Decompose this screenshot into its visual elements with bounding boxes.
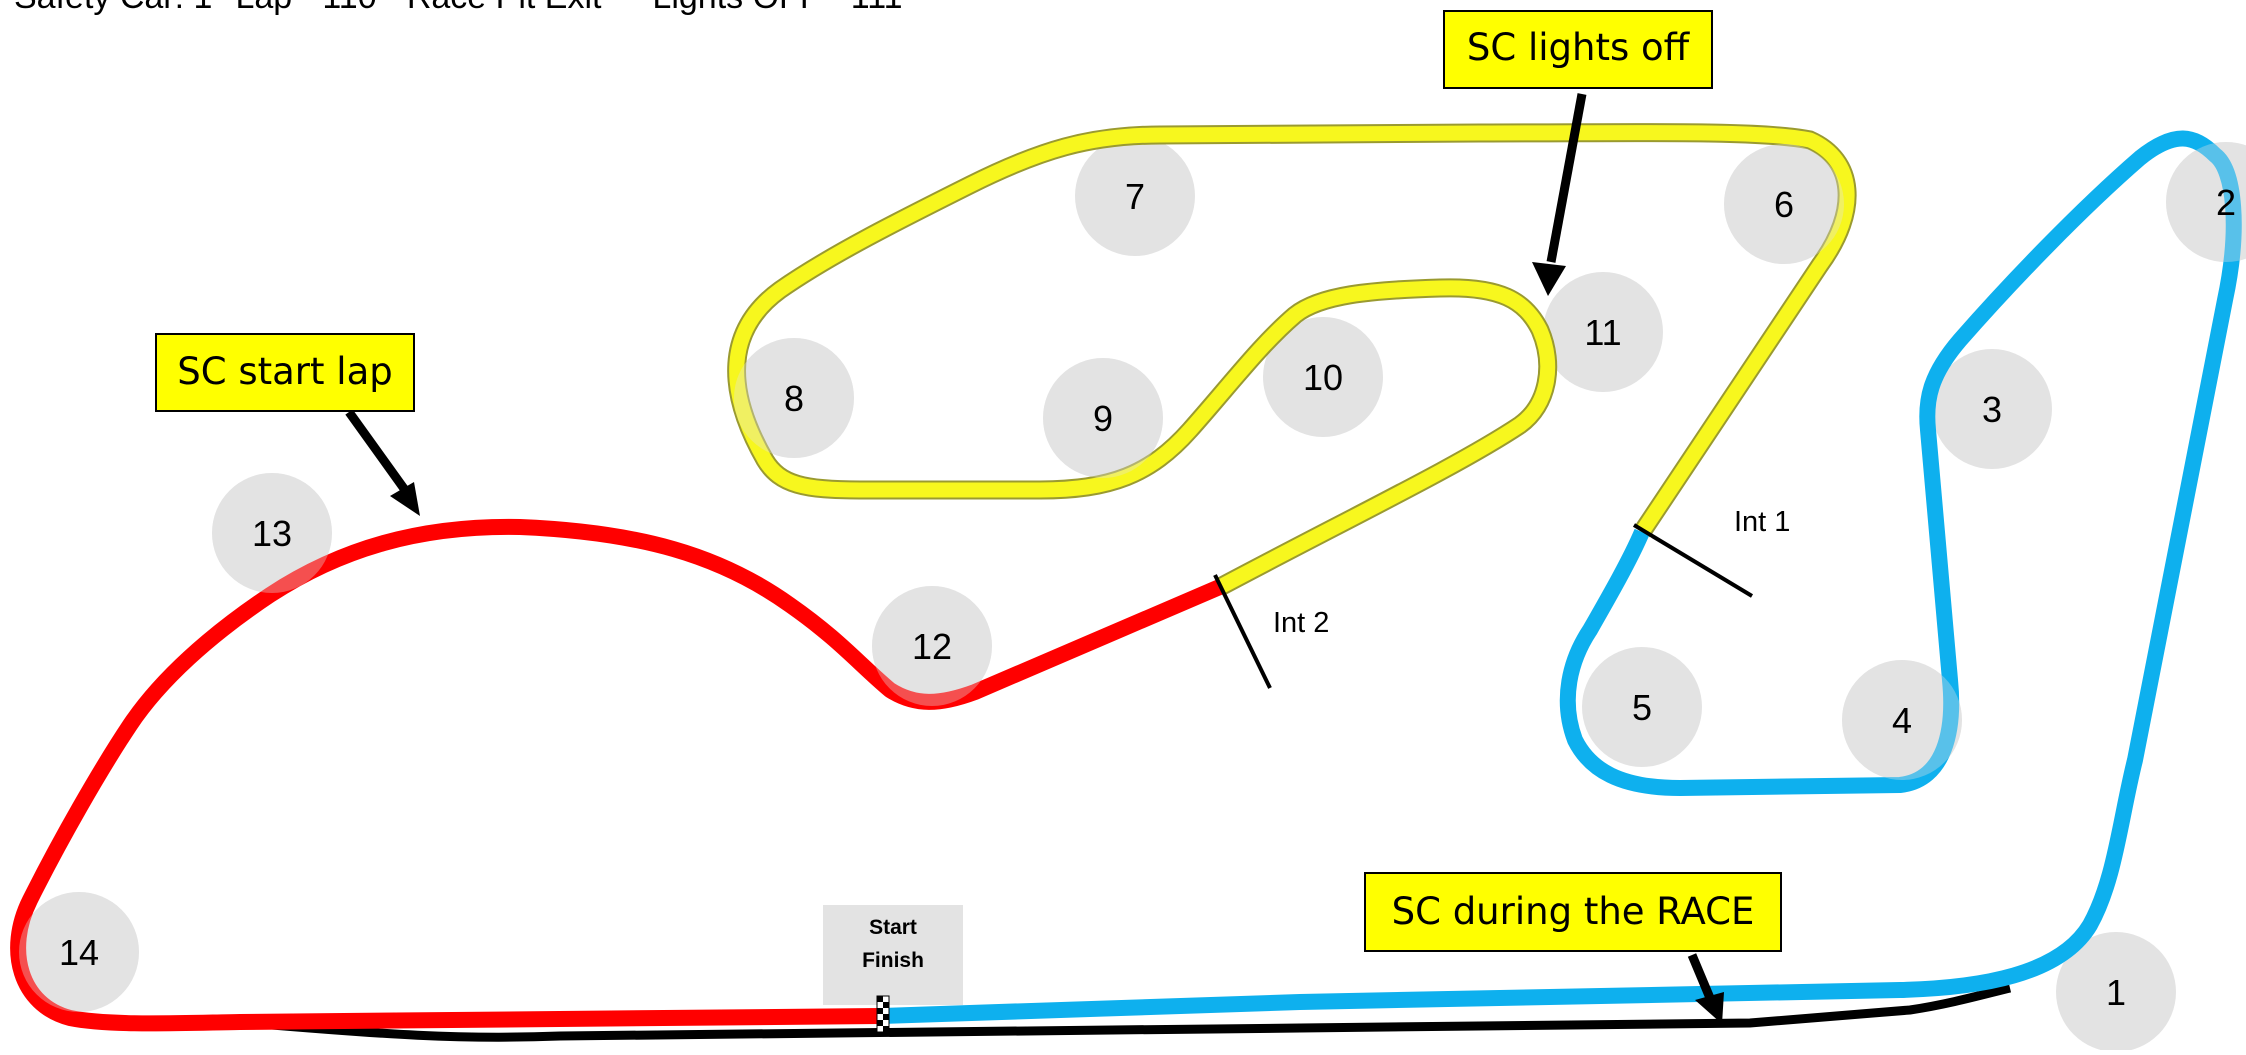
turn-9-overlay — [1043, 358, 1163, 478]
turn-3-marker — [1932, 349, 2052, 469]
turn-numbers: 1 2 3 4 5 6 7 8 9 10 11 12 13 14 — [59, 176, 2236, 1013]
turn-markers — [19, 136, 2246, 1052]
turn-11-label: 11 — [1584, 312, 1621, 353]
callout-sc-lights-off: SC lights off — [1443, 10, 1713, 89]
int1-line — [1632, 523, 1754, 598]
turn-6-marker — [1724, 144, 1844, 264]
turn-6-overlay — [1724, 144, 1844, 264]
corner-overlays — [19, 142, 2246, 1012]
int2-line — [1213, 574, 1272, 689]
turn-1-marker — [2056, 932, 2176, 1052]
turn-2-label: 2 — [2216, 182, 2236, 223]
pit-lane-line — [259, 983, 2012, 1042]
turn-13-overlay — [212, 473, 332, 593]
callout-sc-start-lap: SC start lap — [155, 333, 415, 412]
turn-4-label: 4 — [1892, 700, 1912, 741]
turn-8-label: 8 — [784, 378, 804, 419]
start-label: Start — [869, 916, 917, 939]
callout-sc-during-race-text: SC during the RACE — [1392, 890, 1755, 933]
red-sector-track — [10, 518, 1226, 1032]
turn-8-marker — [734, 338, 854, 458]
turn-7-marker — [1075, 136, 1195, 256]
turn-14-label: 14 — [59, 932, 99, 973]
arrow-start-lap-head — [390, 482, 420, 516]
int1-label: Int 1 — [1734, 506, 1790, 538]
turn-14-overlay — [19, 892, 139, 1012]
turn-2-overlay — [2166, 142, 2246, 262]
arrow-during-race — [1687, 953, 1715, 1000]
finish-label: Finish — [862, 949, 924, 972]
arrow-start-lap — [345, 409, 409, 493]
arrow-lights-off — [1546, 93, 1587, 263]
turn-13-marker — [212, 473, 332, 593]
yellow-sector-track-fill — [729, 125, 1855, 593]
turn-14-marker — [19, 892, 139, 1012]
turn-8-overlay — [734, 338, 854, 458]
turn-12-label: 12 — [912, 626, 952, 667]
turn-9-marker — [1043, 358, 1163, 478]
arrow-during-race-head — [1695, 992, 1724, 1024]
turn-10-marker — [1263, 317, 1383, 437]
callout-sc-start-lap-text: SC start lap — [177, 350, 392, 393]
turn-5-label: 5 — [1632, 687, 1652, 728]
turn-6-label: 6 — [1774, 184, 1794, 225]
header-text: Safety Car: 1° Lap - 110 - Race Pit Exit… — [14, 0, 902, 16]
turn-13-label: 13 — [252, 513, 292, 554]
turn-10-label: 10 — [1303, 357, 1343, 398]
checkered-flag-icon — [876, 995, 890, 1033]
turn-12-marker — [872, 586, 992, 706]
turn-1-label: 1 — [2106, 972, 2126, 1013]
arrow-lights-off-head — [1532, 262, 1566, 296]
turn-12-overlay — [872, 586, 992, 706]
turn-4-overlay — [1842, 660, 1962, 780]
turn-5-marker — [1582, 647, 1702, 767]
callout-sc-during-race: SC during the RACE — [1364, 872, 1782, 952]
turn-7-label: 7 — [1125, 176, 1145, 217]
callout-sc-lights-off-text: SC lights off — [1467, 26, 1691, 69]
int2-label: Int 2 — [1273, 607, 1329, 639]
turn-11-marker — [1543, 272, 1663, 392]
blue-sector-track — [879, 130, 2242, 1024]
turn-4-marker — [1842, 660, 1962, 780]
start-finish-box — [823, 905, 963, 1005]
turn-9-label: 9 — [1093, 398, 1113, 439]
callout-arrows — [345, 93, 1724, 1024]
turn-3-label: 3 — [1982, 389, 2002, 430]
